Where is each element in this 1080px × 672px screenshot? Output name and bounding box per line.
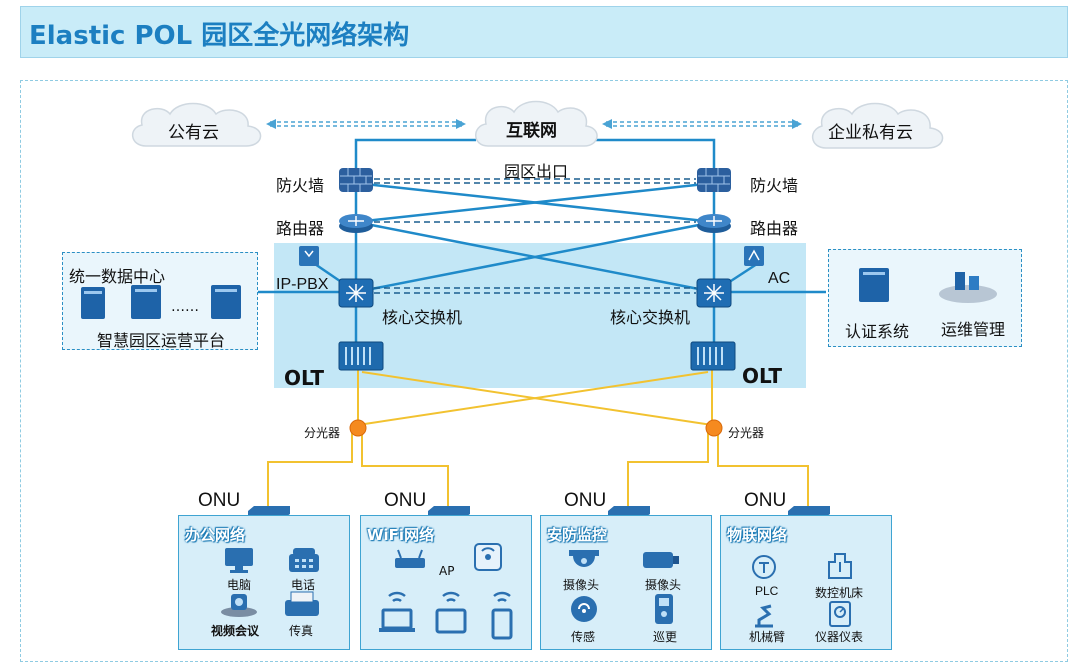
router-left-label: 路由器 <box>276 219 325 238</box>
onu-label: ONU <box>564 490 607 511</box>
olt-right-label: OLT <box>742 364 783 388</box>
olt-left-icon <box>338 341 384 371</box>
ellipsis-label: …… <box>171 299 199 315</box>
auth-system-label: 认证系统 <box>845 322 910 341</box>
firewall-left-label: 防火墙 <box>276 176 325 195</box>
sensor-label: 传感 <box>571 630 596 644</box>
plc-label: PLC <box>755 584 779 598</box>
sensor-icon <box>571 596 597 622</box>
olt-right-icon <box>690 341 736 371</box>
wifi-network-zone: WiFi网络 AP <box>360 515 532 650</box>
robot-arm-label: 机械臂 <box>749 630 786 644</box>
laptop-icon <box>379 591 415 632</box>
splitter-right-icon <box>705 419 723 437</box>
title-banner: Elastic POL 园区全光网络架构 <box>20 6 1068 58</box>
cnc-machine-icon <box>828 553 852 579</box>
instrument-icon <box>829 601 851 627</box>
fax-icon <box>285 591 319 616</box>
ac-controller-icon <box>744 246 764 266</box>
bullet-camera-icon <box>643 552 679 568</box>
internet-cloud-icon <box>475 100 598 147</box>
phone-label: 电话 <box>291 578 316 592</box>
plc-icon <box>752 555 776 579</box>
onu-label: ONU <box>384 490 427 511</box>
phone-icon <box>289 548 319 572</box>
core-switch-left-label: 核心交换机 <box>382 308 463 327</box>
splitter-left-label: 分光器 <box>304 426 341 440</box>
server-icon <box>131 285 161 319</box>
wireless-ap-icon <box>474 543 502 571</box>
cloud-links <box>270 121 798 127</box>
computer-icon <box>225 548 253 573</box>
firewall-left-icon <box>339 168 373 192</box>
core-switch-left-icon <box>338 278 374 308</box>
cloud-arrowheads <box>266 119 802 129</box>
onu-label: ONU <box>198 490 241 511</box>
smartphone-icon <box>491 591 513 640</box>
security-monitor-zone: 安防监控 摄像头 摄像头 传感 巡更 <box>540 515 712 650</box>
router-right-icon <box>697 214 731 233</box>
ippbx-icon <box>299 246 319 266</box>
server-icon <box>211 285 241 319</box>
server-icon <box>81 287 105 319</box>
page-title: Elastic POL 园区全光网络架构 <box>29 21 410 51</box>
operation-platform-label: 智慧园区运营平台 <box>97 331 226 350</box>
ha-links <box>374 178 696 294</box>
splitter-left-icon <box>349 419 367 437</box>
ippbx-label: IP-PBX <box>276 276 329 293</box>
patrol-label: 巡更 <box>653 630 678 644</box>
ap-label: AP <box>439 564 455 578</box>
tablet-icon <box>435 591 467 634</box>
diagram-frame <box>20 80 1068 662</box>
egress-label: 园区出口 <box>504 162 569 181</box>
office-network-zone: 办公网络 电脑 电话 视频会议 传真 <box>178 515 350 650</box>
private-cloud-label: 企业私有云 <box>828 123 913 143</box>
fax-label: 传真 <box>289 624 314 638</box>
firewall-right-icon <box>697 168 731 192</box>
firewall-right-label: 防火墙 <box>750 176 799 195</box>
robot-arm-icon <box>755 604 773 628</box>
router-right-label: 路由器 <box>750 219 799 238</box>
zone-title: 安防监控 <box>547 526 608 544</box>
public-cloud-icon <box>132 102 262 147</box>
public-cloud-label: 公有云 <box>168 123 219 143</box>
instrument-label: 仪器仪表 <box>815 630 864 644</box>
private-cloud-icon <box>812 102 944 149</box>
access-point-icon <box>395 549 425 568</box>
cnc-machine-label: 数控机床 <box>815 586 864 600</box>
fiber-links <box>267 370 809 508</box>
ac-label: AC <box>768 270 791 287</box>
core-switch-right-label: 核心交换机 <box>610 308 691 327</box>
core-switch-right-icon <box>696 278 732 308</box>
auth-server-icon <box>859 268 889 302</box>
zone-title: 办公网络 <box>185 526 246 544</box>
splitter-right-label: 分光器 <box>728 426 765 440</box>
data-center-title: 统一数据中心 <box>69 267 166 286</box>
zone-title: WiFi网络 <box>367 526 435 544</box>
camera-label: 摄像头 <box>645 578 682 592</box>
camera-label: 摄像头 <box>563 578 600 592</box>
video-conference-label: 视频会议 <box>211 624 260 638</box>
computer-label: 电脑 <box>227 578 252 592</box>
patrol-device-icon <box>655 594 673 624</box>
zone-title: 物联网络 <box>727 526 788 544</box>
data-center-box: 统一数据中心 …… 智慧园区运营平台 <box>62 252 258 350</box>
onu-label: ONU <box>744 490 787 511</box>
olt-left-label: OLT <box>284 366 325 390</box>
ops-management-icon <box>939 272 997 303</box>
video-conference-icon <box>221 594 257 617</box>
iot-network-zone: 物联网络 PLC 数控机床 机械臂 仪器仪表 <box>720 515 892 650</box>
router-left-icon <box>339 214 373 233</box>
dome-camera-icon <box>569 550 599 567</box>
ops-management-label: 运维管理 <box>941 320 1006 339</box>
systems-box: 认证系统 运维管理 <box>828 249 1022 347</box>
internet-cloud-label: 互联网 <box>506 121 557 141</box>
